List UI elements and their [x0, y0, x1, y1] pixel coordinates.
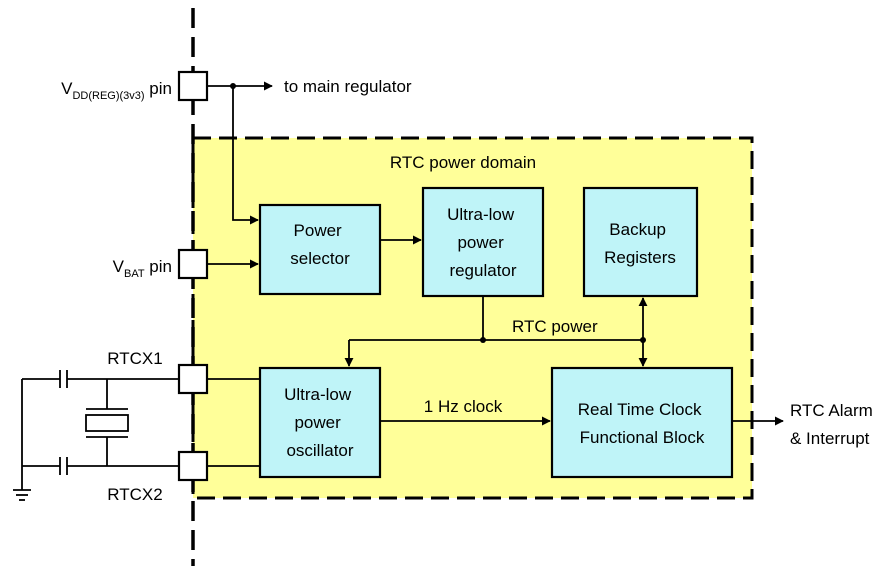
power-selector-block: [258, 203, 382, 296]
vdd-to-power-selector-wire: [232, 86, 259, 225]
rtc-functional-block: [550, 366, 734, 479]
clock-1hz-label: 1 Hz clock: [424, 397, 503, 416]
domain-label: RTC power domain: [390, 153, 536, 172]
to-main-regulator-label: to main regulator: [284, 77, 412, 96]
rtcx2-pin-box: [177, 450, 209, 482]
crystal-circuit: [13, 370, 179, 501]
crystal-icon: [85, 414, 129, 432]
ultra-low-power-regulator-label: Ultra-low power regulator: [447, 205, 519, 280]
rtc-power-junction-dot: [480, 337, 486, 343]
rtc-functional-block-label: Real Time Clock Functional Block: [578, 400, 707, 447]
rtc-power-label: RTC power: [512, 317, 598, 336]
rtc-alarm-label: RTC Alarm & Interrupt: [790, 401, 878, 448]
vbat-pin-label: VBAT pin: [113, 257, 172, 280]
ultra-low-power-oscillator-block: [258, 366, 382, 479]
ground-icon: [13, 489, 31, 501]
rtcx1-pin-box: [177, 363, 209, 395]
backup-registers-label: Backup Registers: [604, 220, 676, 267]
rtcx2-label: RTCX2: [107, 485, 162, 504]
vbat-pin-box: [177, 248, 209, 280]
ultra-low-power-oscillator-label: Ultra-low power oscillator: [284, 385, 356, 460]
power-selector-label: Power selector: [290, 221, 350, 268]
rtcx1-label: RTCX1: [107, 349, 162, 368]
vdd-pin-box: [177, 70, 209, 102]
vdd-pin-label: VDD(REG)(3v3) pin: [61, 79, 172, 102]
backup-registers-block: [582, 186, 699, 298]
